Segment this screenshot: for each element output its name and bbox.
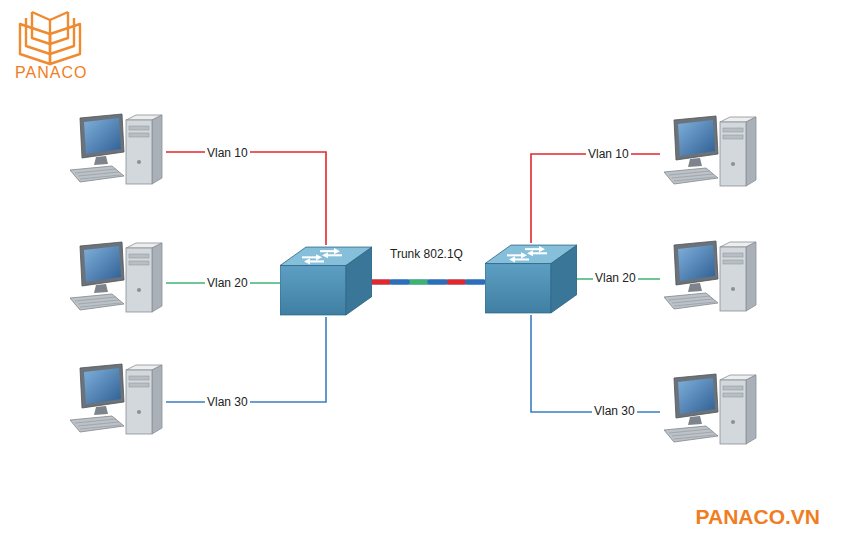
vlan-label: Vlan 10 <box>205 146 250 160</box>
switch-icon <box>485 243 577 315</box>
computer <box>660 114 760 194</box>
network-switch <box>280 245 372 317</box>
logo-book-icon <box>10 8 90 66</box>
link-line <box>166 317 326 402</box>
computer-icon <box>660 114 760 194</box>
vlan-label: Vlan 30 <box>592 404 637 418</box>
trunk-segment <box>447 280 465 285</box>
computer <box>660 239 760 319</box>
switch-icon <box>280 245 372 317</box>
vlan-label: Vlan 20 <box>205 276 250 290</box>
trunk-segment <box>429 280 447 285</box>
watermark: PANACO.VN <box>696 505 820 529</box>
logo-text: PANACO <box>15 64 87 82</box>
computer <box>660 372 760 452</box>
trunk-segment <box>372 280 390 285</box>
vlan-link <box>531 315 660 412</box>
link-line <box>372 280 485 285</box>
vlan-label: Vlan 10 <box>586 147 631 161</box>
trunk-segment <box>391 280 409 285</box>
computer <box>66 362 166 442</box>
computer-icon <box>66 362 166 442</box>
vlan-link <box>531 154 660 243</box>
network-switch <box>485 243 577 315</box>
link-line <box>531 315 660 412</box>
computer-icon <box>66 112 166 192</box>
vlan-label: Vlan 30 <box>205 395 250 409</box>
link-line <box>166 152 326 245</box>
trunk-segment <box>410 280 428 285</box>
trunk-segment <box>466 280 484 285</box>
vlan-link <box>166 317 326 402</box>
vlan-link <box>166 152 326 245</box>
computer-icon <box>660 372 760 452</box>
computer <box>66 112 166 192</box>
computer-icon <box>660 239 760 319</box>
link-line <box>531 154 660 243</box>
computer <box>66 240 166 320</box>
trunk-link <box>372 282 485 283</box>
vlan-label: Vlan 20 <box>593 271 638 285</box>
trunk-label: Trunk 802.1Q <box>388 247 465 261</box>
computer-icon <box>66 240 166 320</box>
